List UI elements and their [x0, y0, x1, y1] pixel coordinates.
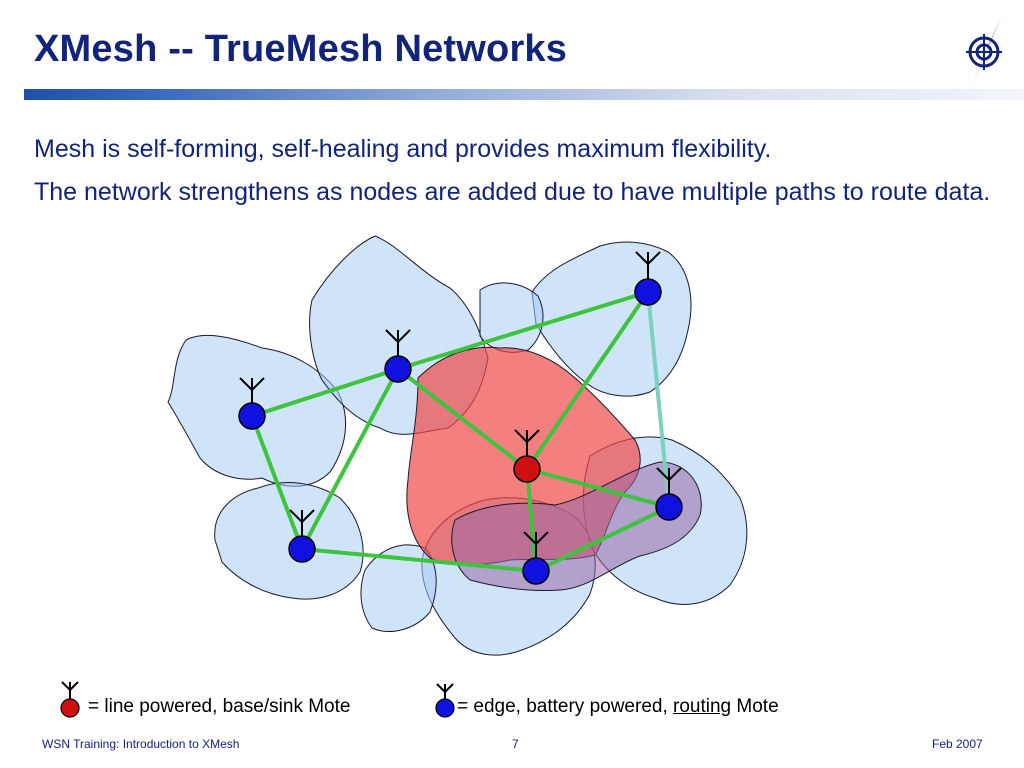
mote-edge-bottom — [522, 531, 550, 585]
mesh-link — [250, 367, 400, 418]
title-divider — [24, 89, 1024, 100]
mesh-link — [534, 505, 671, 573]
legend-edge-label: = edge, battery powered, routing Mote — [457, 696, 779, 718]
mesh-link — [250, 414, 304, 551]
mesh-link — [396, 367, 529, 471]
legend-edge-underlined: routing — [673, 696, 732, 717]
coverage-area-node-bottomleft — [214, 482, 364, 600]
antenna-icon — [239, 377, 265, 404]
mesh-link — [646, 290, 671, 509]
bullet-list: Mesh is self-forming, self-healing and p… — [34, 130, 994, 216]
antenna-icon — [514, 429, 540, 457]
mesh-link — [525, 467, 538, 573]
mesh-link — [525, 290, 650, 471]
coverage-area-overlap — [360, 544, 437, 632]
mote-edge-left — [238, 377, 266, 430]
mesh-link — [396, 290, 650, 371]
antenna-icon — [289, 509, 315, 537]
antenna-icon — [523, 531, 549, 559]
antenna-icon — [385, 329, 411, 357]
purple-overlap-area — [451, 461, 702, 591]
legend-base-mote-icon — [60, 681, 80, 718]
antenna-icon — [656, 467, 682, 495]
antenna-icon — [635, 251, 661, 280]
bullet-2: The network strengthens as nodes are add… — [34, 177, 991, 206]
antenna-icon — [61, 681, 79, 700]
page-title: XMesh -- TrueMesh Networks — [34, 28, 568, 70]
legend-edge-prefix: = edge, battery powered, — [457, 696, 674, 717]
mesh-link — [525, 467, 671, 509]
legend-edge-mote-icon — [435, 683, 455, 718]
footer-date: Feb 2007 — [932, 737, 983, 751]
mote-edge-topright — [634, 251, 662, 306]
mote-edge-top — [384, 329, 412, 383]
legend-edge-suffix: Mote — [731, 696, 779, 717]
page-number: 7 — [512, 737, 519, 751]
mote-edge-right — [655, 467, 683, 521]
bullet-1: Mesh is self-forming, self-healing and p… — [34, 135, 772, 163]
mote-base — [513, 429, 541, 483]
legend-base-label: = line powered, base/sink Mote — [88, 696, 351, 717]
footer-left: WSN Training: Introduction to XMesh — [42, 737, 240, 751]
mesh-links — [250, 290, 671, 573]
mote-edge-bottomleft — [288, 509, 316, 563]
mesh-link — [300, 547, 538, 573]
mesh-link — [300, 367, 400, 551]
compass-logo-icon — [966, 16, 1002, 88]
antenna-icon — [436, 683, 454, 700]
